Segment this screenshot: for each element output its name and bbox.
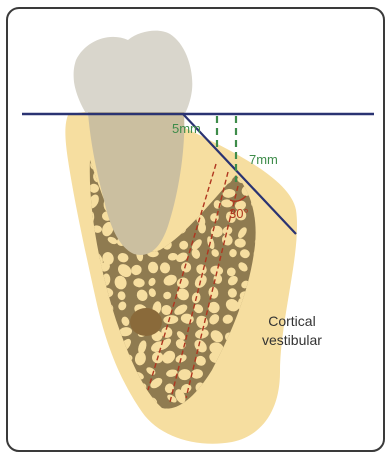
region-label: Cortical vestibular	[262, 312, 322, 350]
region-label-line2: vestibular	[262, 331, 322, 350]
region-label-line1: Cortical	[262, 312, 322, 331]
bone-nodule	[130, 308, 162, 336]
angle-label: 30°	[229, 206, 249, 221]
depth-label-5mm: 5mm	[172, 121, 201, 136]
depth-label-7mm: 7mm	[249, 152, 278, 167]
tooth-crown	[74, 31, 193, 122]
